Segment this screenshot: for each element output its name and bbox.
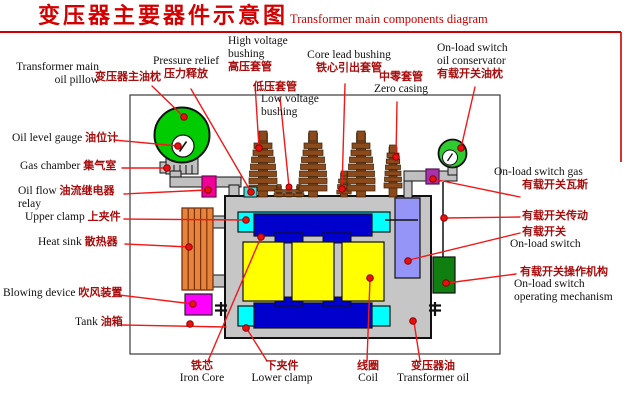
label-onload-operating-mechanism-cn: 有载开关操作机构: [520, 266, 608, 278]
core-limb-top-2: [322, 232, 352, 244]
label-upper-clamp-en: Upper clamp: [25, 211, 85, 223]
label-oil-level-gauge-en: Oil level gauge: [12, 132, 83, 144]
label-transformer-main-oil-pillow-cn: 变压器主油枕: [95, 71, 161, 83]
label-zero-casing: 中零套管 Zero casing: [370, 71, 432, 96]
label-high-voltage-bushing-en: High voltage bushing: [228, 35, 288, 60]
label-oil-flow-relay-en2: relay: [18, 197, 41, 210]
label-tank: Tank 油箱: [75, 316, 123, 329]
label-connector-lines: [113, 83, 521, 362]
operating-mechanism-box: [432, 256, 456, 294]
label-transformer-main-oil-pillow-en: Transformer main oil pillow: [16, 61, 99, 86]
coil-1: [242, 241, 285, 302]
label-onload-oil-conservator-cn: 有载开关油枕: [437, 67, 503, 80]
coil-2: [291, 241, 335, 302]
label-heat-sink: Heat sink 散热器: [38, 236, 118, 249]
label-onload-switch-transmission-cn: 有载开关传动: [522, 210, 588, 222]
label-oil-flow-relay-cn: 油流继电器: [59, 185, 115, 197]
tank-foot-left: [215, 302, 227, 316]
label-coil-cn: 线圈: [357, 360, 379, 372]
label-blowing-device-cn: 吹风装置: [78, 287, 123, 299]
label-gas-chamber-cn: 集气室: [83, 160, 117, 172]
onload-switch-box: [394, 197, 421, 279]
label-upper-clamp: Upper clamp 上夹件: [25, 211, 121, 224]
label-onload-switch-cn: 有载开关: [522, 226, 566, 238]
blowing-device-box: [184, 293, 213, 316]
label-coil: 线圈 Coil: [348, 360, 388, 385]
label-zero-casing-en: Zero casing: [374, 83, 428, 96]
label-onload-operating-mechanism: 有载开关操作机构 On-load switch operating mechan…: [514, 266, 613, 304]
label-high-voltage-bushing: High voltage bushing 高压套管: [228, 35, 288, 73]
label-onload-switch-en: On-load switch: [510, 238, 581, 251]
tank-foot-right: [429, 302, 441, 316]
label-iron-core-cn: 铁芯: [191, 360, 213, 372]
core-and-coils: [237, 211, 391, 329]
label-lower-clamp: 下夹件 Lower clamp: [243, 360, 321, 385]
label-pressure-relief: Pressure relief 压力释放: [146, 55, 226, 80]
label-core-lead-bushing-en: Core lead bushing: [307, 49, 391, 61]
label-iron-core-en: Iron Core: [179, 372, 225, 385]
label-onload-switch-transmission: 有载开关传动: [522, 210, 588, 223]
label-gas-chamber: Gas chamber 集气室: [20, 160, 116, 173]
label-pressure-relief-en: Pressure relief: [152, 55, 220, 67]
coil-3: [341, 241, 385, 302]
heat-sink-pipe-top: [211, 215, 227, 229]
label-onload-oil-conservator: On-load switch oil conservator 有载开关油枕: [437, 42, 508, 80]
support-slots: [173, 165, 193, 174]
label-coil-en: Coil: [358, 372, 378, 385]
conservator-gauge-needle: [446, 153, 454, 162]
label-onload-switch-gas-cn: 有载开关瓦斯: [522, 178, 588, 191]
label-core-lead-bushing: Core lead bushing 铁心引出套管: [302, 49, 396, 74]
label-heat-sink-cn: 散热器: [84, 236, 118, 248]
label-upper-clamp-cn: 上夹件: [87, 211, 121, 223]
label-lower-clamp-cn: 下夹件: [265, 360, 299, 372]
page-title-zh: 变压器主要器件示意图: [38, 3, 289, 28]
label-transformer-main-oil-pillow: Transformer main oil pillow 变压器主油枕: [3, 61, 161, 87]
label-tank-en: Tank: [75, 316, 98, 328]
label-low-voltage-bushing-cn: 低压套管: [253, 81, 297, 93]
label-blowing-device-en: Blowing device: [3, 287, 76, 299]
core-top-yoke: [253, 213, 373, 237]
label-tank-cn: 油箱: [100, 316, 123, 328]
label-onload-oil-conservator-en: On-load switch oil conservator: [437, 42, 508, 67]
label-low-voltage-bushing: 低压套管 Low voltage bushing: [253, 81, 319, 119]
label-oil-level-gauge: Oil level gauge 油位计: [12, 132, 118, 145]
label-transformer-oil-en: Transformer oil: [396, 372, 470, 385]
label-blowing-device: Blowing device 吹风装置: [3, 287, 122, 300]
label-oil-flow-relay-en1: Oil flow: [18, 185, 57, 197]
label-gas-chamber-en: Gas chamber: [20, 160, 81, 172]
label-high-voltage-bushing-cn: 高压套管: [228, 60, 272, 73]
core-bottom-yoke: [253, 302, 373, 329]
label-oil-level-gauge-cn: 油位计: [85, 132, 119, 144]
label-lower-clamp-en: Lower clamp: [251, 372, 313, 385]
label-onload-switch-gas: On-load switch gas 有载开关瓦斯: [494, 166, 588, 191]
label-transformer-oil-cn: 变压器油: [411, 360, 455, 372]
label-onload-operating-mechanism-en: On-load switch operating mechanism: [514, 278, 613, 304]
label-low-voltage-bushing-en: Low voltage bushing: [261, 93, 319, 119]
label-anchor-dots: [163, 113, 465, 332]
label-onload-switch-gas-en: On-load switch gas: [494, 166, 583, 178]
label-iron-core: 铁芯 Iron Core: [167, 360, 237, 385]
label-onload-switch: 有载开关 On-load switch: [510, 226, 581, 251]
gauge-needle: [178, 141, 188, 152]
label-transformer-oil: 变压器油 Transformer oil: [392, 360, 474, 385]
label-oil-flow-relay: Oil flow 油流继电器 relay: [18, 185, 115, 211]
heat-sink-pipe-bottom: [211, 274, 227, 288]
label-pressure-relief-cn: 压力释放: [164, 67, 208, 80]
label-zero-casing-cn: 中零套管: [379, 71, 423, 83]
label-heat-sink-en: Heat sink: [38, 236, 82, 248]
page-title-en: Transformer main components diagram: [290, 12, 488, 26]
core-limb-top-1: [274, 232, 304, 244]
label-core-lead-bushing-cn: 铁心引出套管: [316, 61, 382, 74]
